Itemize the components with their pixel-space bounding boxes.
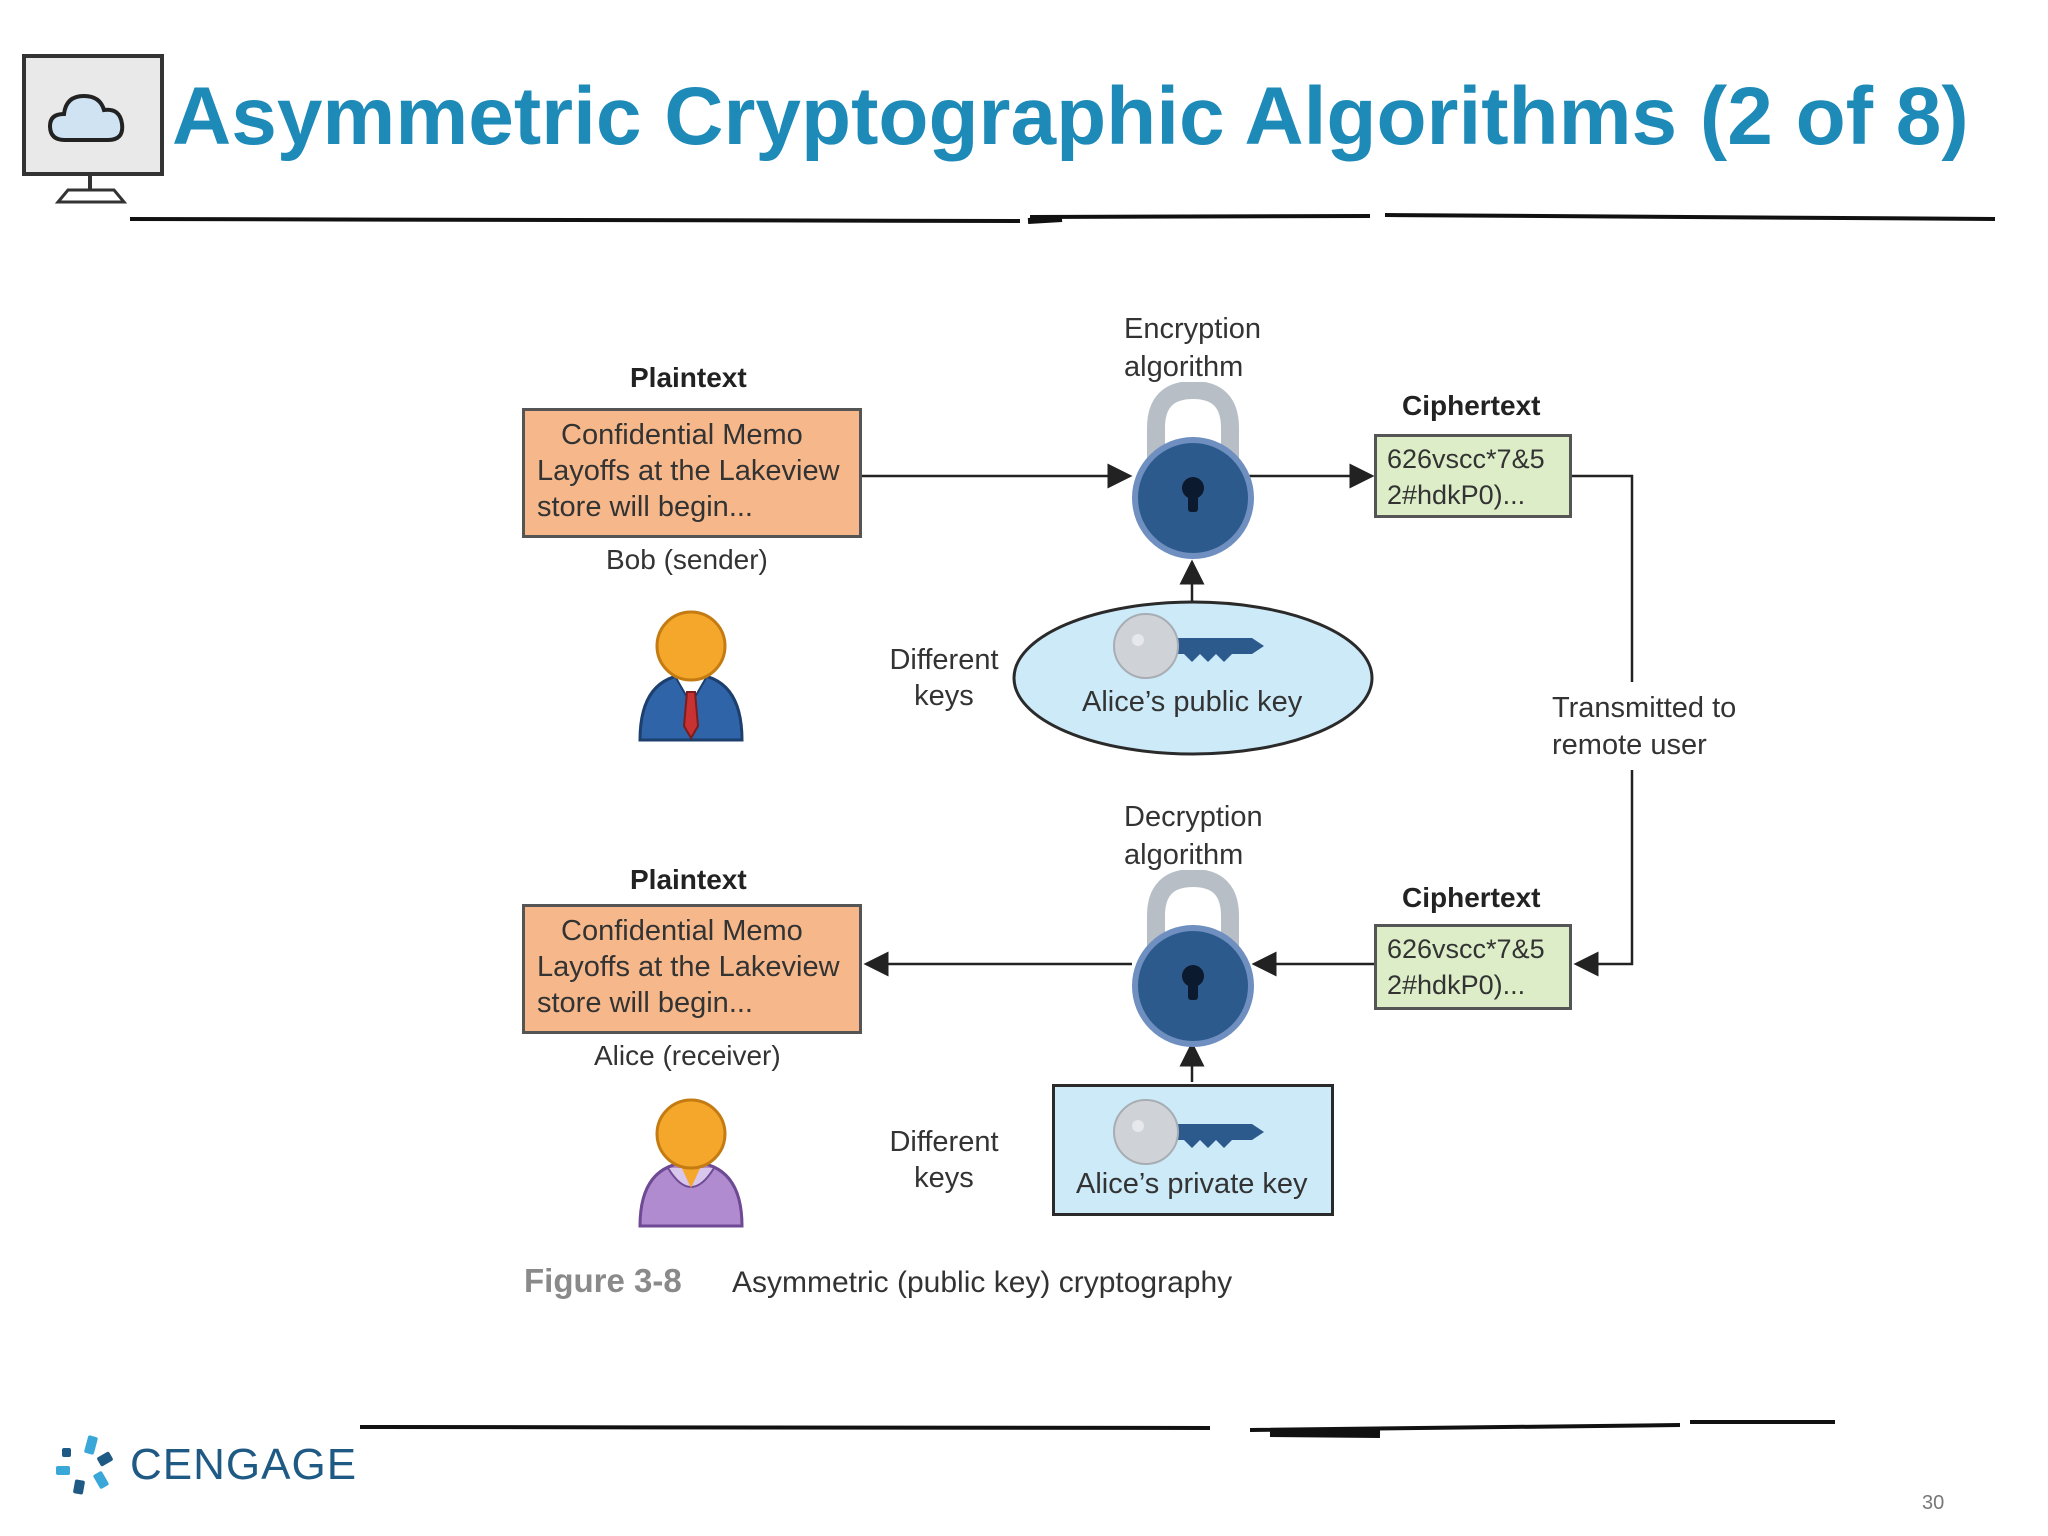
transmit-label: Transmitted to remote user: [1552, 690, 1737, 764]
slide-title: Asymmetric Cryptographic Algorithms (2 o…: [172, 71, 1969, 162]
public-key-label: Alice’s public key: [1082, 686, 1303, 718]
top-plaintext-heading: Plaintext: [630, 362, 747, 393]
padlock-icon: [1132, 870, 1254, 1047]
bottom-cipher-box: 626vscc*7&5 2#hdkP0)...: [1374, 924, 1572, 1010]
key-icon: [1113, 613, 1264, 679]
padlock-icon: [1132, 382, 1254, 559]
cipher-line: 626vscc*7&5: [1387, 444, 1545, 474]
top-cipher-box: 626vscc*7&5 2#hdkP0)...: [1374, 434, 1572, 518]
figure-caption: Asymmetric (public key) cryptography: [732, 1266, 1233, 1299]
cipher-line: 626vscc*7&5: [1387, 934, 1545, 964]
encryption-algorithm-label: Encryption algorithm: [1124, 313, 1262, 383]
page-number: 30: [1922, 1492, 1945, 1514]
transmit-line-lower: [1573, 770, 1634, 977]
memo-line: store will begin...: [537, 491, 753, 523]
memo-line: store will begin...: [537, 987, 753, 1019]
private-key-box: [1052, 1084, 1334, 1216]
bottom-ciphertext-heading: Ciphertext: [1402, 882, 1541, 913]
person-icon: [638, 610, 744, 742]
transmit-line-upper: [1570, 474, 1634, 682]
bottom-plaintext-heading: Plaintext: [630, 864, 747, 895]
figure-number: Figure 3-8: [524, 1262, 682, 1299]
memo-line: Confidential Memo: [561, 915, 803, 947]
cloud-monitor-icon: [22, 54, 164, 204]
memo-line: Layoffs at the Lakeview: [537, 951, 840, 983]
person-icon: [638, 1098, 744, 1228]
title-divider: [129, 213, 1996, 224]
private-key-label: Alice’s private key: [1076, 1168, 1308, 1200]
decryption-algorithm-label: Decryption algorithm: [1124, 801, 1263, 871]
cengage-logo-icon: [56, 1435, 113, 1495]
top-ciphertext-heading: Ciphertext: [1402, 390, 1541, 421]
receiver-label: Alice (receiver): [594, 1040, 781, 1071]
key-icon: [1113, 1099, 1264, 1165]
footer-divider: [359, 1420, 1835, 1438]
cipher-line: 2#hdkP0)...: [1387, 970, 1526, 1000]
bottom-different-keys-label: Different keys: [889, 1126, 999, 1194]
public-key-ellipse: [1012, 600, 1374, 756]
sender-label: Bob (sender): [606, 544, 768, 575]
bottom-memo-box: Confidential Memo Layoffs at the Lakevie…: [522, 904, 862, 1034]
memo-line: Layoffs at the Lakeview: [537, 455, 840, 487]
cengage-brand: CENGAGE: [130, 1440, 358, 1489]
top-different-keys-label: Different keys: [889, 644, 999, 712]
memo-line: Confidential Memo: [561, 419, 803, 451]
top-memo-box: Confidential Memo Layoffs at the Lakevie…: [522, 408, 862, 538]
cipher-line: 2#hdkP0)...: [1387, 480, 1526, 510]
